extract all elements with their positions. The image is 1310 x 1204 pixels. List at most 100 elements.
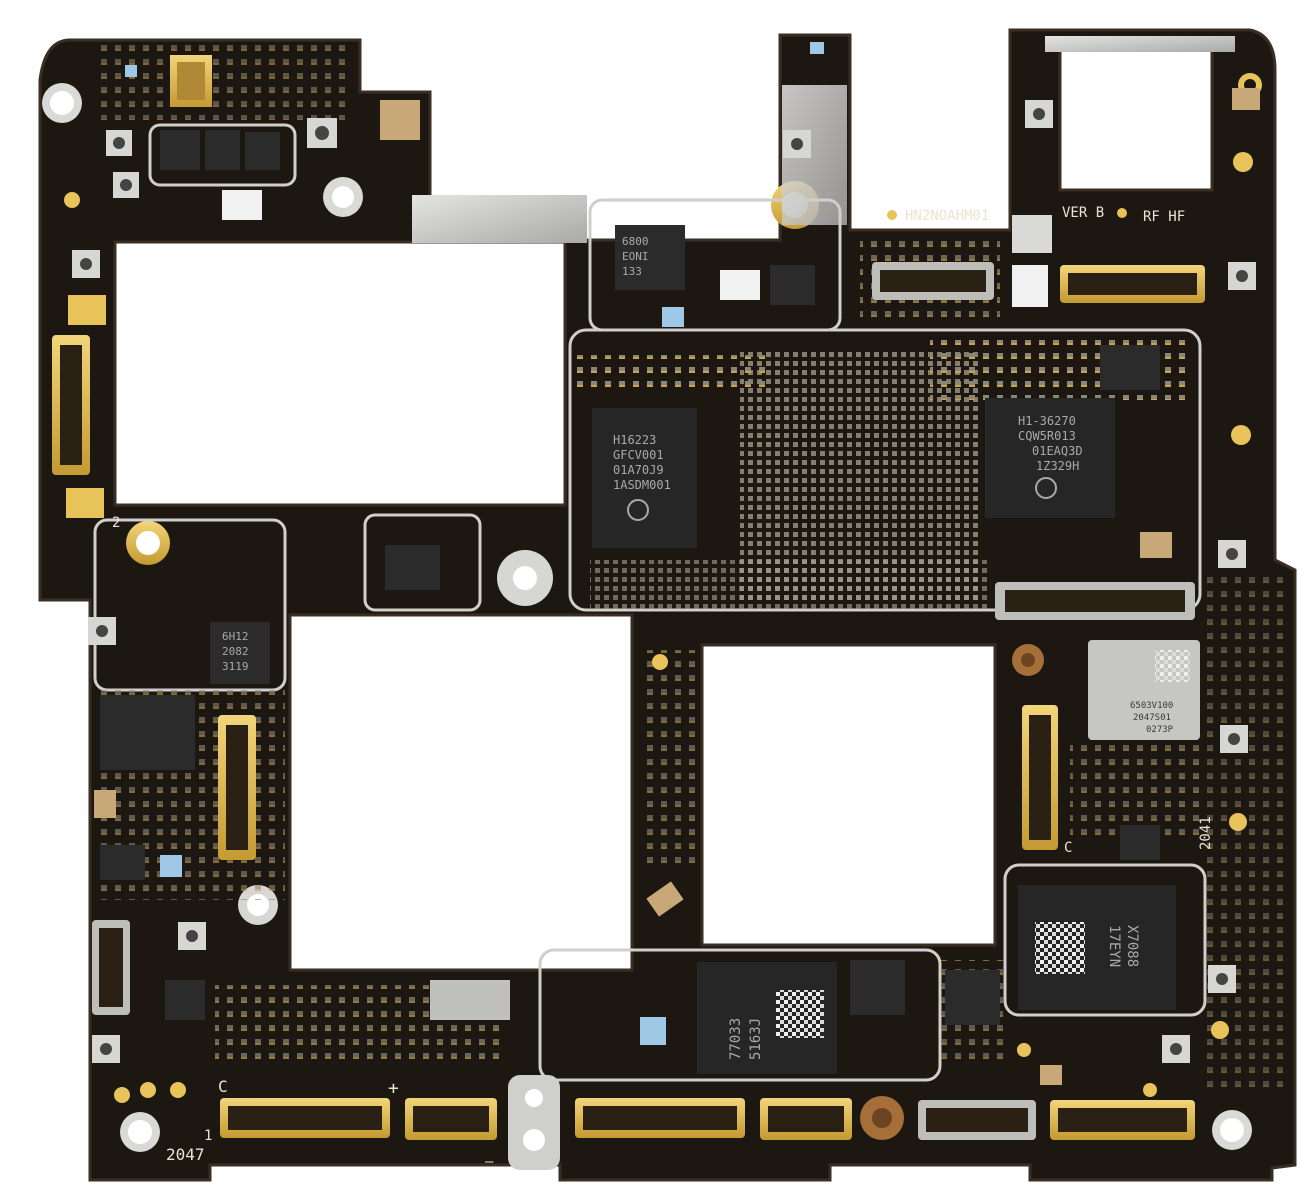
rf-test-point-icon [178,922,206,950]
c-label-right: C [1064,840,1072,856]
svg-text:133: 133 [622,265,642,278]
ic [770,265,815,305]
ic [945,970,1000,1025]
svg-text:2047S01: 2047S01 [1133,713,1171,723]
svg-text:3119: 3119 [222,660,249,673]
rf-test-point-icon [1218,540,1246,568]
rf-label: RF HF [1143,209,1185,225]
svg-text:77033: 77033 [728,1018,744,1060]
chip-6h12: 6H12 2082 3119 [210,622,270,684]
sensor-window [1012,265,1048,307]
plus-label: + [388,1078,399,1099]
logo-icon [627,499,649,521]
svg-text:6H12: 6H12 [222,630,249,643]
board-connector-icon [760,1098,852,1140]
code-2041-label: 2041 [1198,816,1214,850]
svg-text:0273P: 0273P [1146,725,1174,735]
mounting-hole-icon [323,177,363,217]
ic [165,980,205,1020]
mounting-hole-icon [120,1112,160,1152]
mounting-hole-icon [1012,644,1044,676]
model-label: HN2NOAHM01 [905,208,989,224]
chip-6503: 6503V100 2047S01 0273P [1088,640,1200,740]
chip-x7088: X7088 17EYN [1018,885,1176,1010]
board-connector-icon [405,1098,497,1140]
svg-text:1ASDM001: 1ASDM001 [613,478,671,492]
rf-test-point-icon [106,130,132,156]
code-2047-label: 2047 [166,1145,205,1164]
blue-components [125,42,824,1045]
version-label: VER B [1062,205,1104,221]
shield-strip [412,195,587,243]
board-connector-icon [872,262,994,300]
svg-text:01A70J9: 01A70J9 [613,463,664,477]
board-connector-icon [92,920,130,1015]
component-field [100,40,350,120]
board-connector-icon [52,335,90,475]
pin-1-label: 1 [204,1128,212,1144]
ic [100,695,195,770]
mounting-hole-icon [1212,1110,1252,1150]
ic [100,845,145,880]
rf-test-point-icon [307,118,337,148]
board-connector-icon [995,582,1195,620]
svg-text:17EYN: 17EYN [1106,925,1122,967]
chip-6800: 6800 EONI 133 [615,225,685,290]
svg-text:01EAQ3D: 01EAQ3D [1032,444,1083,458]
gold-pads [64,152,1253,1103]
svg-text:H1-36270: H1-36270 [1018,414,1076,428]
component-field [640,650,700,870]
svg-text:6503V100: 6503V100 [1130,701,1173,711]
svg-text:H16223: H16223 [613,433,656,447]
ic [1100,345,1160,390]
ic [385,545,440,590]
ic [1120,825,1160,860]
component-field [590,560,990,610]
crystal-body [177,62,205,100]
board-connector-icon [1050,1100,1195,1140]
sensor-window [720,270,760,300]
mounting-hole-icon [42,83,82,123]
rf-test-point-icon [72,250,100,278]
rf-test-point-icon [1025,100,1053,128]
ic [160,130,200,170]
mounting-hole-icon [860,1096,904,1140]
board-connector-icon [918,1100,1036,1140]
chip-h16223: H16223 GFCV001 01A70J9 1ASDM001 [592,408,697,548]
mounting-hole-icon [508,1075,560,1170]
ic [850,960,905,1015]
svg-text:1Z329H: 1Z329H [1036,459,1079,473]
pin-2-label: 2 [112,515,120,531]
component-field [1070,740,1200,840]
rf-test-point-icon [1208,965,1236,993]
qr-code [776,990,824,1038]
chip-h1-3627: H1-36270 CQW5R013 01EAQ3D 1Z329H [985,398,1115,518]
ic [245,132,280,170]
qr-code [1035,922,1085,974]
mounting-hole-icon [497,550,553,606]
rf-test-point-icon [92,1035,120,1063]
board-connector-icon [1022,705,1058,850]
c-label-bottom: C [218,1077,228,1096]
shield-strip [1045,36,1235,52]
minus-label: — [485,1154,494,1170]
rf-test-point-icon [783,130,811,158]
capacitors [94,88,1260,1085]
rf-test-point-icon [1228,262,1256,290]
chip-77033: 77033 5163J [697,962,837,1074]
board-connector-icon [1060,265,1205,303]
rf-test-point-icon [1220,725,1248,753]
svg-text:6800: 6800 [622,235,649,248]
svg-text:CQW5R013: CQW5R013 [1018,429,1076,443]
sensor-window [1012,215,1052,253]
svg-text:5163J: 5163J [748,1018,764,1060]
rf-test-point-icon [113,172,139,198]
component-field [1200,570,1290,1090]
board-connector-icon [575,1098,745,1138]
rf-test-point-icon [1162,1035,1190,1063]
rf-test-point-icon [88,617,116,645]
board-connector-icon [218,715,256,860]
svg-text:2082: 2082 [222,645,249,658]
